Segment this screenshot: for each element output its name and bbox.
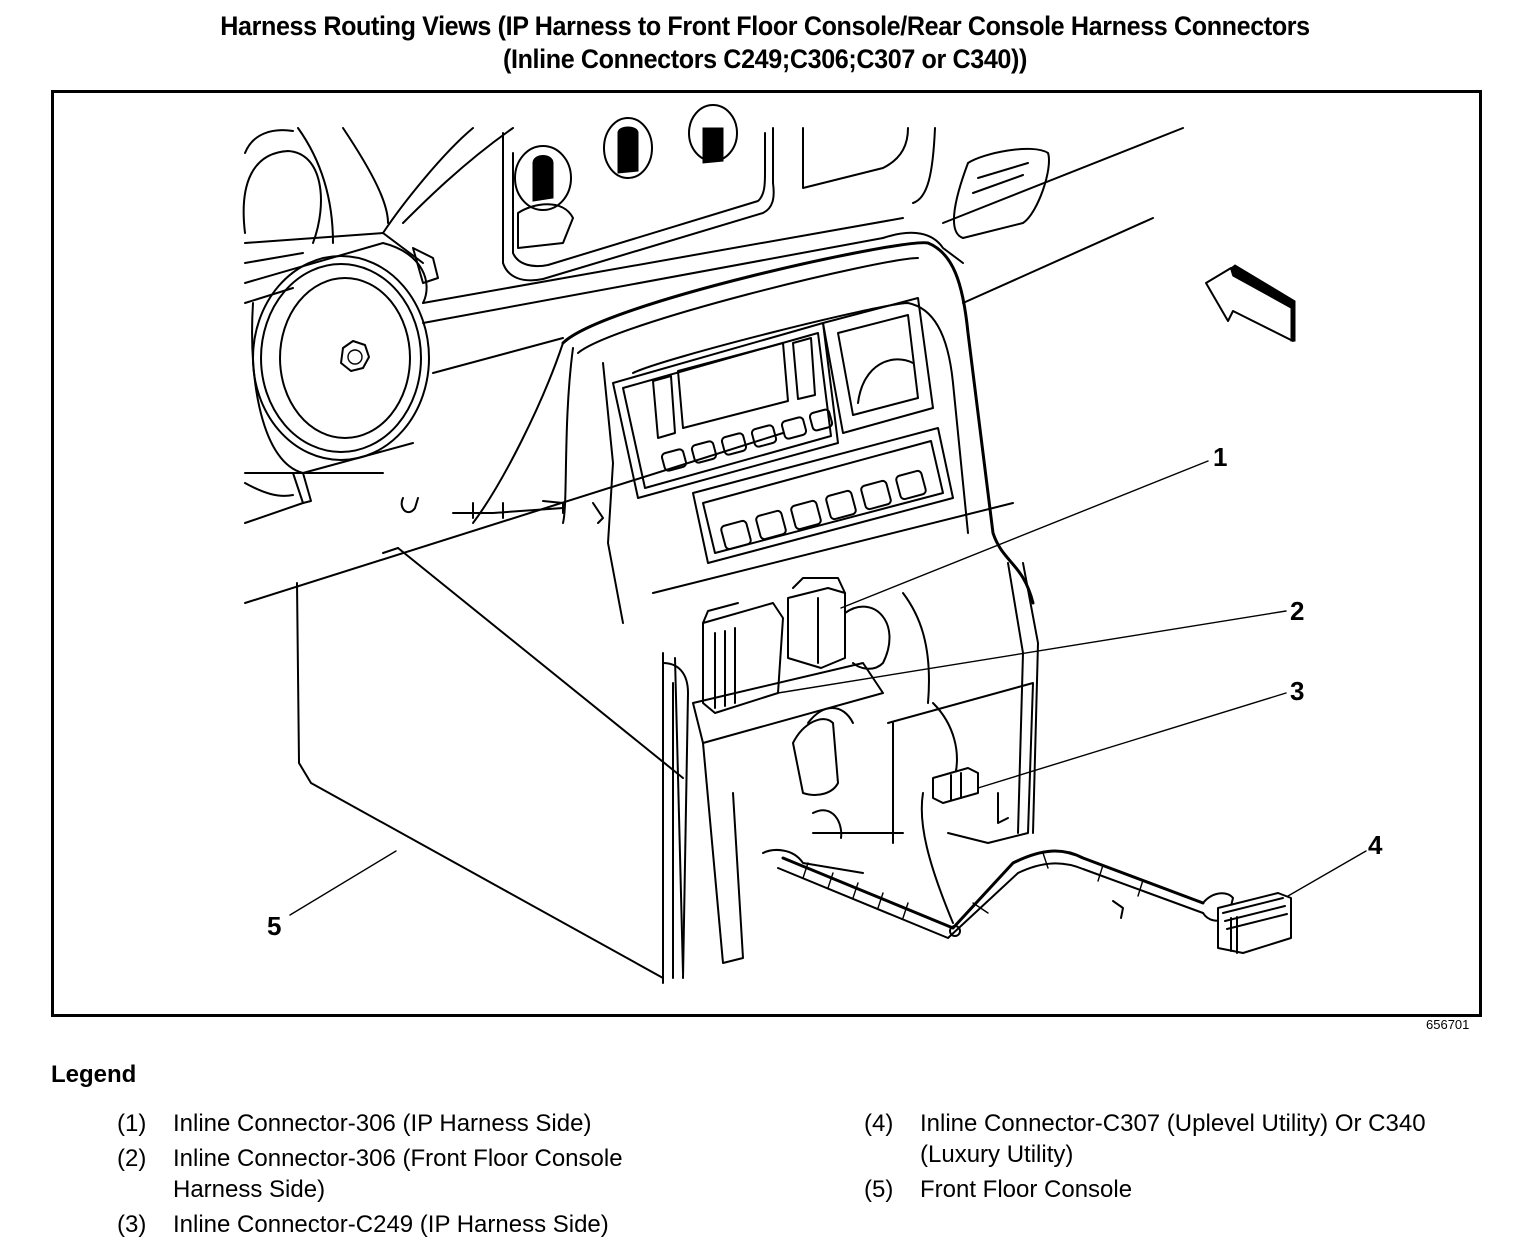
connector-c307-c340 [1202,892,1292,954]
legend-item-number: (1) [117,1110,147,1137]
harness-routing-illustration: 1 2 3 4 5 [242,104,1383,984]
left-dash-panel [242,127,784,604]
legend-item-text: Inline Connector-C307 (Uplevel Utility) … [920,1110,1426,1168]
callout-5: 5 [267,911,281,941]
title-line-1: Harness Routing Views (IP Harness to Fro… [220,11,1310,41]
radio-unit [612,297,934,499]
leader-4 [1287,850,1367,897]
legend-column-left: (1) Inline Connector-306 (IP Harness Sid… [117,1108,733,1244]
legend-heading: Legend [51,1061,137,1088]
callout-4: 4 [1368,830,1383,860]
callout-3: 3 [1290,676,1304,706]
hvac-control [652,427,1014,594]
connector-c306-ip-side [787,577,891,670]
title-line-2: (Inline Connectors C249;C306;C307 or C34… [502,44,1028,74]
upper-vents [502,104,936,282]
legend-item-text: Front Floor Console [920,1176,1133,1203]
right-vent [942,127,1184,304]
legend-item-number: (5) [864,1176,894,1203]
legend-column-right: (4) Inline Connector-C307 (Uplevel Utili… [864,1108,1480,1209]
console-center-structure [662,562,1039,984]
callout-2: 2 [1290,596,1304,626]
floor-harness [777,849,1205,939]
callout-1: 1 [1213,442,1227,472]
legend-item: (1) Inline Connector-306 (IP Harness Sid… [117,1108,733,1139]
figure-id: 656701 [1426,1017,1470,1032]
callout-leaders [289,460,1367,916]
legend-item: (5) Front Floor Console [864,1174,1480,1205]
leader-3 [977,692,1287,789]
legend-item-number: (3) [117,1211,147,1238]
legend-item-text: Inline Connector-306 (Front Floor Consol… [173,1145,623,1203]
legend-item-text: Inline Connector-306 (IP Harness Side) [173,1110,592,1137]
connector-c306-console-side [702,602,784,714]
connector-c249 [920,767,1009,924]
dash-beam [422,217,964,524]
front-floor-console [296,547,689,979]
legend-item: (2) Inline Connector-306 (Front Floor Co… [117,1143,733,1205]
view-direction-arrow-icon [1205,264,1296,342]
legend-item: (4) Inline Connector-C307 (Uplevel Utili… [864,1108,1480,1170]
diagram-title: Harness Routing Views (IP Harness to Fro… [54,10,1477,76]
leader-2 [777,610,1287,694]
leader-1 [840,460,1209,609]
ip-harness-left [400,497,604,524]
leader-5 [289,850,397,916]
legend-item-text: Inline Connector-C249 (IP Harness Side) [173,1211,609,1238]
illustration-frame: 1 2 3 4 5 [51,90,1482,1017]
legend-item-number: (4) [864,1110,894,1137]
speaker [251,247,439,504]
legend-item: (3) Inline Connector-C249 (IP Harness Si… [117,1209,733,1240]
legend-item-number: (2) [117,1145,147,1172]
